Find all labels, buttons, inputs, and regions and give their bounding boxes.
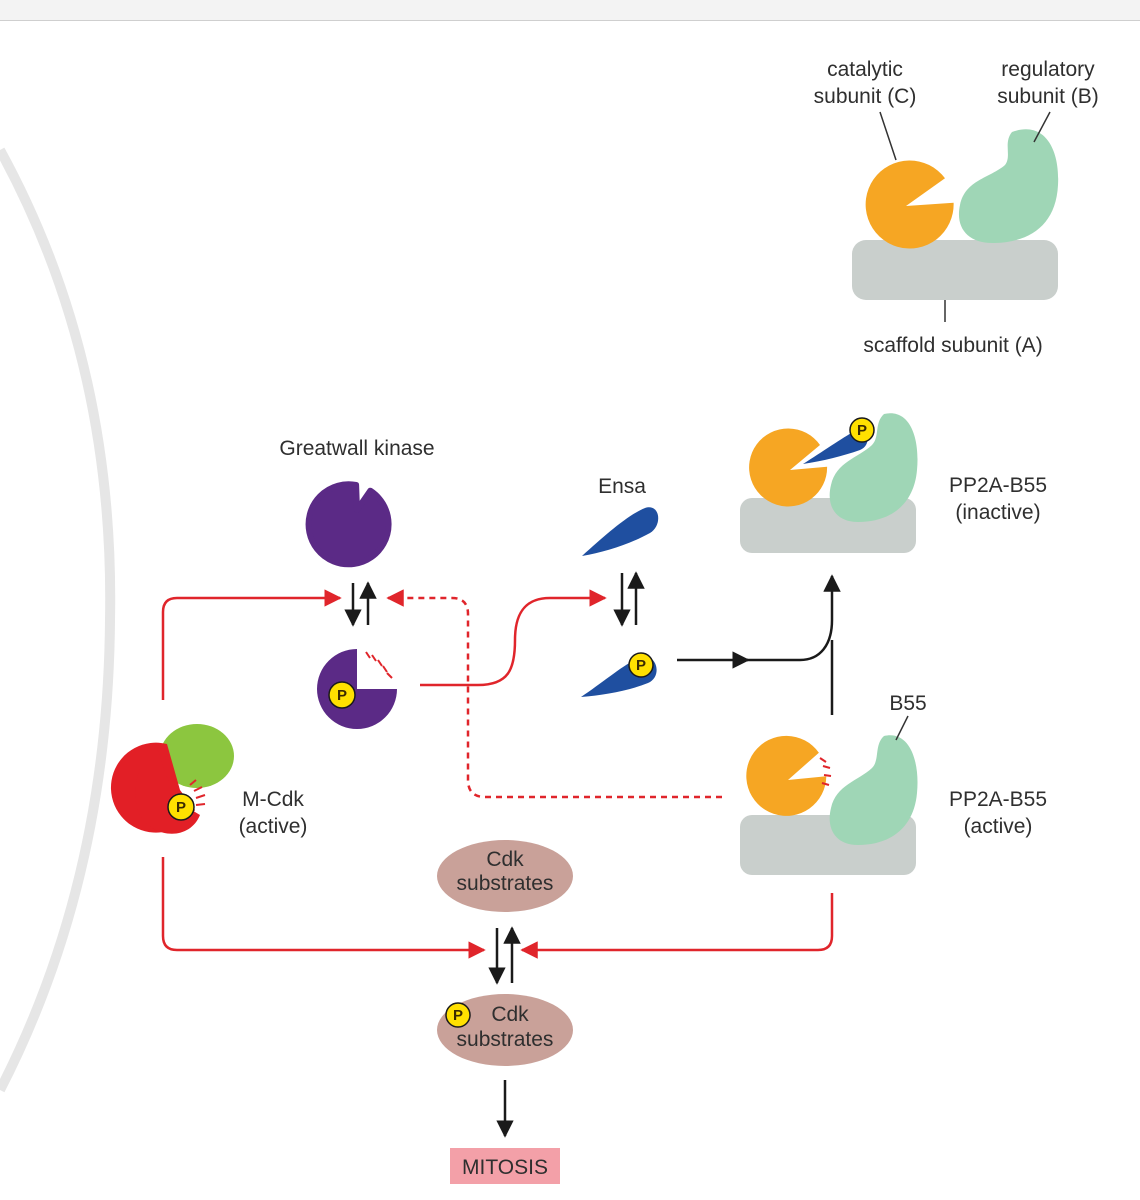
cdk-substrates [437,840,573,912]
cdk-substrates-label: Cdk [486,848,524,871]
scaffold-label: scaffold subunit (A) [863,334,1042,357]
pp2a-dephosphorylates-substrates [520,893,834,959]
ensa-unphosphorylated [582,507,659,556]
svg-text:P: P [453,1007,463,1024]
greatwall-phosphate-icon [328,681,356,709]
pp2a-b55-inactive-complex: P [740,413,918,553]
catalytic-label-2: subunit (C) [814,85,917,108]
ensa-label: Ensa [598,475,646,498]
pp2a-inhibits-greatwall [386,589,722,799]
pp2a-structure-legend: catalytic subunit (C) regulatory subunit… [814,58,1099,357]
ensa-phosphate-icon [628,652,654,678]
catalytic-label: catalytic [827,58,903,81]
substrate-phosphate-icon [445,1002,471,1028]
window-top-bar [0,0,1140,21]
mcdk-phosphorylates-substrates [161,857,486,959]
greatwall-label: Greatwall kinase [279,437,434,460]
b55-label: B55 [889,692,926,715]
mcdk-label-2: (active) [239,815,308,838]
m-cdk-active-complex: P [110,724,234,834]
cdk-substrates-phosphorylated [437,994,573,1066]
mitosis-box [450,1148,560,1184]
greatwall-activates-ensa [420,589,607,687]
regulatory-label: regulatory [1001,58,1095,81]
cdk-substrates-label-2: substrates [457,872,554,895]
svg-text:P: P [176,799,186,816]
catalytic-subunit-shape [865,160,954,249]
svg-text:P: P [857,422,867,439]
pp2a-inactive-label-2: (inactive) [955,501,1040,524]
greatwall-activity-ticks [365,651,393,679]
svg-text:P: P [636,657,646,674]
pp2a-inactive-label: PP2A-B55 [949,474,1047,497]
pp2a-active-label: PP2A-B55 [949,788,1047,811]
cdk-substrates-p-label-2: substrates [457,1028,554,1051]
cell-outline [0,147,116,1093]
scaffold-subunit-shape [852,240,1058,300]
ensa-binding-arrow [677,574,841,662]
pp2a-active-label-2: (active) [964,815,1033,838]
pp2a-b55-active-complex [740,735,918,875]
greatwall-kinase-inactive [305,481,392,568]
cdk-substrates-p-label: Cdk [491,1003,529,1026]
regulatory-subunit-shape [958,129,1059,244]
svg-text:P: P [337,687,347,704]
mcdk-label: M-Cdk [242,788,304,811]
regulatory-label-2: subunit (B) [997,85,1099,108]
greatwall-kinase-active [317,649,397,729]
mitosis-label: MITOSIS [462,1156,548,1179]
mcdk-activates-greatwall [161,589,342,700]
